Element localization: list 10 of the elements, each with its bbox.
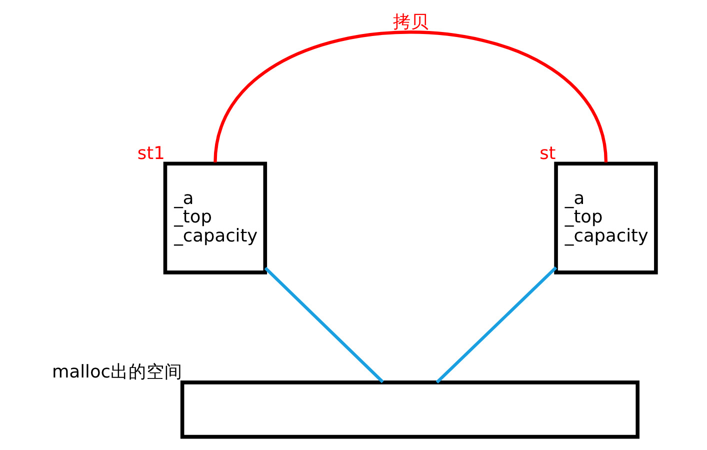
node-box: _a _top _capacity xyxy=(554,162,658,274)
node-label: st1 xyxy=(136,144,164,164)
edge-label: 拷贝 xyxy=(392,12,429,32)
node-box xyxy=(180,380,639,439)
node-label: st xyxy=(539,144,556,164)
node-box: _a _top _capacity xyxy=(162,162,267,274)
node-label: malloc出的空间 xyxy=(52,362,182,383)
connector xyxy=(435,266,557,384)
connector xyxy=(264,266,384,384)
connector xyxy=(213,30,608,163)
